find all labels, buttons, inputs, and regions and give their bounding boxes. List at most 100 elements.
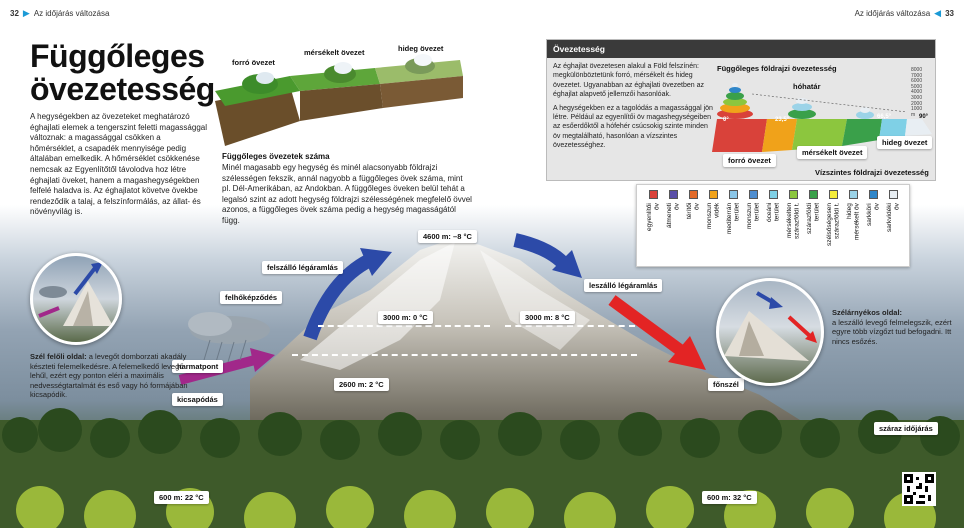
legend-item: sarkköri öv <box>863 190 883 261</box>
zone-hot-label: forró övezet <box>232 58 275 67</box>
dew-point-tag: harmatpont <box>172 360 224 373</box>
left-2600-tag: 2600 m: 2 °C <box>334 378 389 391</box>
dry-weather-tag: száraz időjárás <box>874 422 938 435</box>
leeward-inset-image <box>716 278 824 386</box>
legend-item: szárazföldi terület <box>803 190 823 261</box>
scale-tick: 7000 <box>911 72 923 79</box>
windward-caption: Szél felőli oldal: a levegőt domborzati … <box>30 352 190 400</box>
windward-inset-image <box>30 253 122 345</box>
legend-item: átmeneti öv <box>663 190 683 261</box>
scale-tick: 6000 <box>911 78 923 85</box>
legend-item: szélsőségesen szárazföldi t. <box>823 190 843 261</box>
rising-air-tag: felszálló légáramlás <box>262 261 343 274</box>
legend-swatch <box>788 190 798 199</box>
legend-swatch <box>808 190 818 199</box>
page-title: Függőleges övezetesség <box>30 40 215 106</box>
horizontal-zonation-title: Vízszintes földrajzi övezetesség <box>815 168 929 177</box>
deg-66: 66,5° <box>877 114 892 120</box>
height-scale: 8000 7000 6000 5000 4000 3000 2000 1000 … <box>911 67 923 118</box>
zones-terrain-illustration <box>205 46 470 151</box>
scale-tick: 8000 <box>911 67 923 73</box>
precipitation-tag: kicsapódás <box>172 393 223 406</box>
zone-temperate-label: mérsékelt övezet <box>304 48 365 57</box>
legend-swatch <box>868 190 878 199</box>
page-header-right: Az időjárás változása ◀ 33 <box>855 8 954 19</box>
deg-23: 23,5° <box>775 117 790 123</box>
panel-text-1: Az éghajlat övezetesen alakul a Föld fel… <box>553 63 704 99</box>
arrow-left-icon: ◀ <box>934 8 942 18</box>
legend-item: monszun terület <box>743 190 763 261</box>
base-left-tag: 600 m: 22 °C <box>154 491 209 504</box>
panel-text-2: A hegységekben ez a tagolódás a magasság… <box>553 104 713 150</box>
windward-text: a levegőt domborzati akadály készteti fe… <box>30 352 188 400</box>
legend-item: sarkvidéki öv <box>883 190 903 261</box>
legend-item: óceáni terület <box>763 190 783 261</box>
page-header-left: 32 ▶ Az időjárás változása <box>10 8 109 19</box>
legend-swatch <box>768 190 778 199</box>
qr-code-image <box>904 474 934 504</box>
deg-0: 0° <box>723 117 729 123</box>
right-3000-tag: 3000 m: 8 °C <box>520 311 575 324</box>
arrow-right-icon: ▶ <box>22 8 30 18</box>
panel-hot-tag: forró övezet <box>723 154 776 167</box>
panel-heading: Övezetesség <box>547 40 935 58</box>
zones-count-text: Minél magasabb egy hegység és minél alac… <box>222 163 472 225</box>
isotherm-2600 <box>292 354 637 356</box>
peak-tag: 4600 m: –8 °C <box>418 230 477 243</box>
diagram-title: Függőleges földrajzi övezetesség <box>717 64 837 73</box>
base-right-tag: 600 m: 32 °C <box>702 491 757 504</box>
panel-text: Az éghajlat övezetesen alakul a Föld fel… <box>553 62 713 151</box>
windward-heading: Szél felőli oldal: <box>30 352 87 361</box>
zones-count-section: Függőleges övezetek száma Minél magasabb… <box>222 152 472 227</box>
panel-cold-tag: hideg övezet <box>877 136 933 149</box>
panel-temperate-tag: mérsékelt övezet <box>797 146 868 159</box>
legend-item: mérsékelten szárazföldi t. <box>783 190 803 261</box>
legend-swatch <box>748 190 758 199</box>
descending-air-tag: leszálló légáramlás <box>584 279 663 292</box>
isotherm-right-3000 <box>505 325 635 327</box>
scale-tick: m <box>911 111 916 118</box>
legend-swatch <box>688 190 698 199</box>
legend-item: monszun vidék <box>703 190 723 261</box>
legend-swatch <box>668 190 678 199</box>
terrain-blocks-image <box>215 54 463 146</box>
zone-cold-label: hideg övezet <box>398 44 444 53</box>
scale-tick: 5000 <box>911 83 923 90</box>
isotherm-left-3000 <box>318 325 490 327</box>
left-3000-tag: 3000 m: 0 °C <box>378 311 433 324</box>
legend-swatch <box>648 190 658 199</box>
scale-tick: 4000 <box>911 89 923 96</box>
leeward-heading: Szélárnyékos oldal: <box>832 308 903 317</box>
legend-item: térítői öv <box>683 190 703 261</box>
intro-paragraph: A hegységekben az övezeteket meghatározó… <box>30 112 207 217</box>
title-line-2: övezetesség <box>30 71 215 107</box>
scale-tick: 1000 <box>911 106 923 113</box>
windward-inset-drawing <box>38 262 113 326</box>
section-title-left: Az időjárás változása <box>33 9 110 18</box>
page-number-right: 33 <box>945 9 954 18</box>
leeward-caption: Szélárnyékos oldal: a leszálló levegő fe… <box>832 308 954 346</box>
leeward-text: a leszálló levegő felmelegszik, ezért eg… <box>832 317 952 346</box>
zones-count-heading: Függőleges övezetek száma <box>222 152 330 161</box>
scale-tick: 3000 <box>911 94 923 101</box>
legend-item: mediterrán terület <box>723 190 743 261</box>
page-number-left: 32 <box>10 9 19 18</box>
qr-code[interactable] <box>902 472 936 506</box>
cloud-formation-tag: felhőképződés <box>220 291 283 304</box>
legend-swatch <box>708 190 718 199</box>
legend-item: hideg mérsékelt öv <box>843 190 863 261</box>
title-line-1: Függőleges <box>30 38 205 74</box>
legend-swatch <box>828 190 838 199</box>
scale-tick: 2000 <box>911 100 923 107</box>
legend-swatch <box>848 190 858 199</box>
snowline-label: hóhatár <box>793 82 821 91</box>
legend-item: egyenlítői öv <box>643 190 663 261</box>
deg-90: 90° <box>919 114 929 120</box>
section-title-right: Az időjárás változása <box>854 9 931 18</box>
fohn-tag: főnszél <box>708 378 744 391</box>
mountain-illustration <box>0 233 964 528</box>
climate-legend: egyenlítői öv átmeneti öv térítői öv mon… <box>636 184 910 267</box>
zonation-diagram <box>712 83 932 152</box>
leeward-inset-drawing <box>724 291 817 361</box>
legend-swatch <box>888 190 898 199</box>
